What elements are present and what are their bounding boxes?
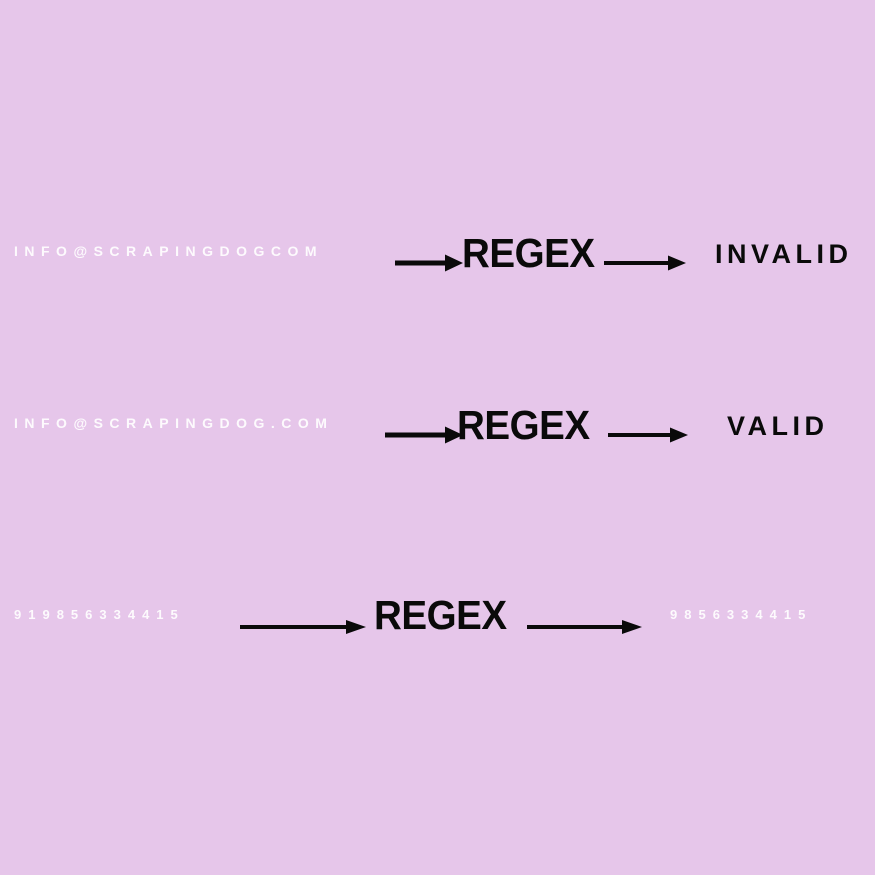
arrow-right-icon-row-1-out	[604, 253, 686, 273]
arrow-right-icon-row-1-in	[395, 253, 463, 273]
result-label-row-1: INVALID	[715, 239, 853, 269]
result-label-row-3: 9856334415	[670, 607, 813, 622]
input-value-row-3: 919856334415	[14, 607, 185, 622]
regex-flow-row-phone-number: 919856334415 REGEX 9856334415	[0, 580, 875, 650]
regex-process-label-row-3: REGEX	[374, 592, 507, 638]
regex-process-label-row-2: REGEX	[457, 402, 590, 448]
arrow-right-icon-row-2-in	[385, 425, 463, 445]
regex-flow-row-valid-email: INFO@SCRAPINGDOG.COM REGEX VALID	[0, 389, 875, 459]
regex-process-label-row-1: REGEX	[462, 230, 595, 276]
arrow-right-icon-row-3-in	[240, 618, 366, 636]
arrow-right-icon-row-3-out	[527, 618, 642, 636]
regex-flow-row-invalid-email: INFO@SCRAPINGDOGCOM REGEX INVALID	[0, 217, 875, 287]
input-value-row-2: INFO@SCRAPINGDOG.COM	[14, 415, 334, 431]
result-label-row-2: VALID	[727, 411, 829, 441]
input-value-row-1: INFO@SCRAPINGDOGCOM	[14, 243, 324, 259]
arrow-right-icon-row-2-out	[608, 425, 688, 445]
